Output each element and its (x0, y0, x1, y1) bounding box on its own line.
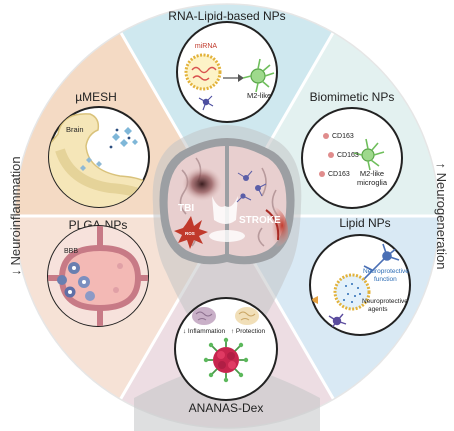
umesh-brain-label: Brain (66, 125, 84, 134)
m2-microglia-icon (242, 58, 275, 93)
brain-inflamed-icon (192, 307, 216, 325)
brain-protected-icon (235, 307, 259, 325)
panel-lipid-nps: Neuroprotective function Neuroprotective… (309, 234, 411, 336)
microglia-cluster-icon (236, 170, 267, 203)
microglia-label: microglia (357, 178, 388, 187)
microglia-purple-icon (198, 95, 214, 111)
neuroprotective-agents-label-1: Neuroprotective (362, 298, 408, 305)
cd163-label-1: CD163 (332, 133, 354, 140)
label-neuroinflammation: ↓ Neuroinflammation (8, 156, 23, 275)
rna-mirna-label: miRNA (195, 43, 217, 50)
brain-section: TBI STROKE ROS (159, 138, 295, 265)
panel-ananas-dex: ↓ Inflammation ↑ Protection (174, 297, 278, 401)
stroke-region (268, 204, 289, 247)
blood-vessel-icon (58, 244, 142, 312)
bbb-label: BBB (64, 248, 78, 255)
title-lipid-nps: Lipid NPs (339, 216, 390, 230)
purple-cell-icon (328, 313, 347, 330)
neuroprotective-agents-label-2: agents (368, 306, 388, 313)
neuroprotective-function-label-1: Neuroprotective (363, 268, 409, 275)
cd163-microglia-icon (353, 138, 385, 171)
panel-rna-lipid: miRNA M2-like (176, 21, 278, 123)
brain-tbi-label: TBI (178, 203, 194, 214)
plga-particles-icon (57, 262, 95, 301)
panel-biomimetic: CD163 CD163 CD163 M2-like microglia (301, 107, 403, 209)
neuron-icon (351, 243, 400, 293)
title-ananas-dex: ANANAS-Dex (189, 401, 264, 415)
title-biomimetic-nps: Biomimetic NPs (310, 90, 395, 104)
ananas-nanoparticle-icon (203, 337, 249, 383)
brain-ros-label: ROS (185, 231, 195, 236)
ros-burst-icon (174, 216, 208, 249)
m2-like-label: M2-like (360, 169, 384, 178)
brain-stroke-label: STROKE (239, 215, 281, 226)
title-umesh: µMESH (75, 90, 117, 104)
cd163-label-2: CD163 (337, 152, 359, 159)
rna-m2-label: M2-like (247, 91, 271, 100)
panel-plga: BBB (47, 225, 149, 327)
tbi-lesion (182, 167, 222, 201)
ananas-inflammation-label: ↓ Inflammation (183, 328, 226, 335)
title-rna-lipid-nps: RNA-Lipid-based NPs (168, 9, 285, 23)
umesh-particles-icon (80, 127, 138, 171)
ananas-protection-label: ↑ Protection (231, 328, 266, 335)
label-neurogeneration: ↑ Neurogeneration (434, 163, 449, 270)
neuroprotective-function-label-2: function (374, 276, 397, 283)
cd163-label-3: CD163 (328, 171, 350, 178)
